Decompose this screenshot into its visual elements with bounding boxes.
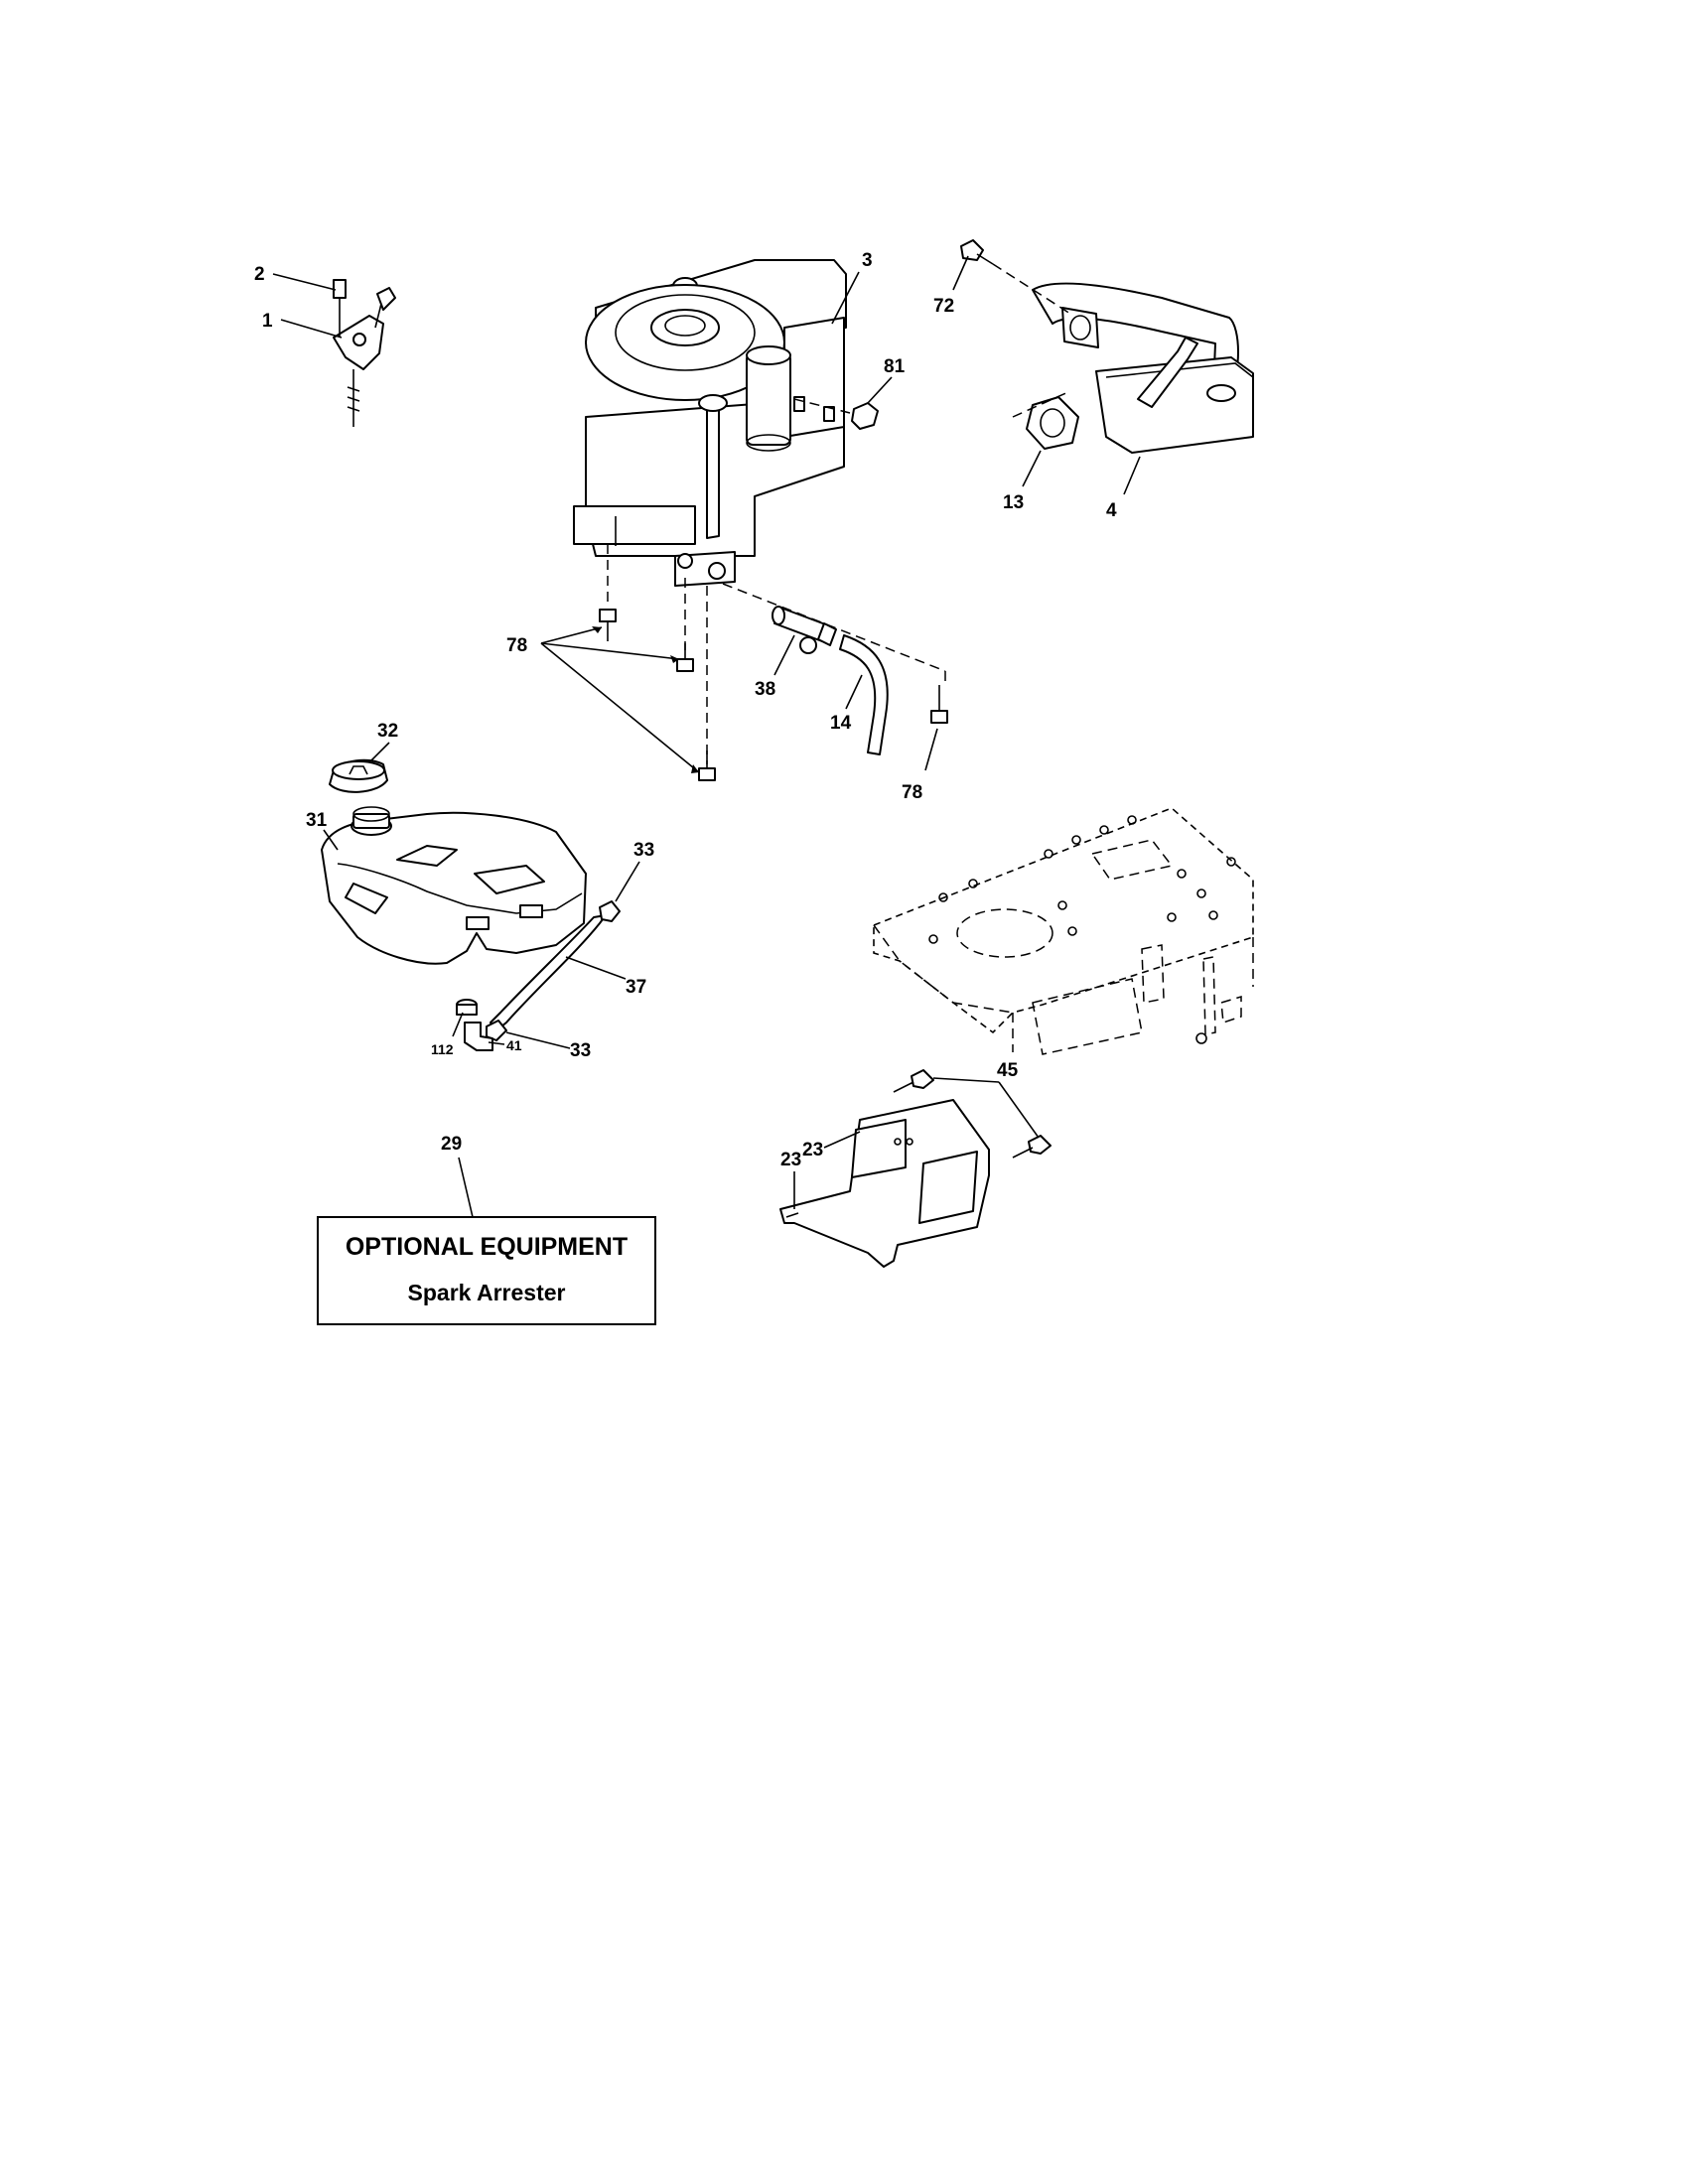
engine-bolts xyxy=(599,609,948,781)
clamp-top xyxy=(599,900,621,922)
throttle-control xyxy=(333,279,396,427)
chassis-frame xyxy=(873,807,1254,1055)
callout-23-lower: 23 xyxy=(780,1150,801,1170)
exhaust-gasket xyxy=(1026,396,1079,450)
callout-112: 112 xyxy=(431,1041,454,1057)
exhaust-bolt xyxy=(960,239,994,265)
callout-33-bottom: 33 xyxy=(570,1040,591,1061)
callout-4: 4 xyxy=(1106,500,1117,521)
callout-2: 2 xyxy=(254,264,265,285)
elbow-41 xyxy=(464,1022,493,1051)
callout-13: 13 xyxy=(1003,492,1024,513)
nut-81 xyxy=(851,402,879,430)
callout-14: 14 xyxy=(830,713,852,734)
fuel-cap xyxy=(329,758,388,793)
callout-29: 29 xyxy=(441,1134,462,1155)
fuel-filter xyxy=(772,606,837,654)
screw-upper xyxy=(893,1069,934,1093)
fuel-tank xyxy=(321,806,587,965)
callout-41: 41 xyxy=(506,1037,522,1053)
clamp-bottom xyxy=(486,1020,507,1041)
optional-equipment-box: OPTIONAL EQUIPMENT Spark Arrester xyxy=(317,1216,656,1325)
callout-1: 1 xyxy=(262,311,273,332)
callout-33-top: 33 xyxy=(633,840,654,861)
engine xyxy=(573,259,847,587)
screw-lower xyxy=(1012,1135,1052,1159)
guard-plate xyxy=(779,1099,990,1268)
callout-32: 32 xyxy=(377,721,398,742)
callout-78-left: 78 xyxy=(506,635,527,656)
optional-equipment-subtitle: Spark Arrester xyxy=(408,1280,566,1305)
fuel-line-14 xyxy=(839,634,889,755)
callout-23-upper: 23 xyxy=(802,1140,823,1160)
callout-37: 37 xyxy=(626,977,646,998)
callout-3: 3 xyxy=(862,250,873,271)
callout-38: 38 xyxy=(755,679,775,700)
callout-78-right: 78 xyxy=(902,782,922,803)
optional-equipment-title: OPTIONAL EQUIPMENT xyxy=(346,1233,628,1261)
muffler xyxy=(1032,282,1254,454)
callout-45: 45 xyxy=(997,1060,1019,1081)
callout-72: 72 xyxy=(933,296,954,317)
callout-31: 31 xyxy=(306,810,328,831)
fitting-112 xyxy=(456,999,478,1016)
callout-81: 81 xyxy=(884,356,906,377)
